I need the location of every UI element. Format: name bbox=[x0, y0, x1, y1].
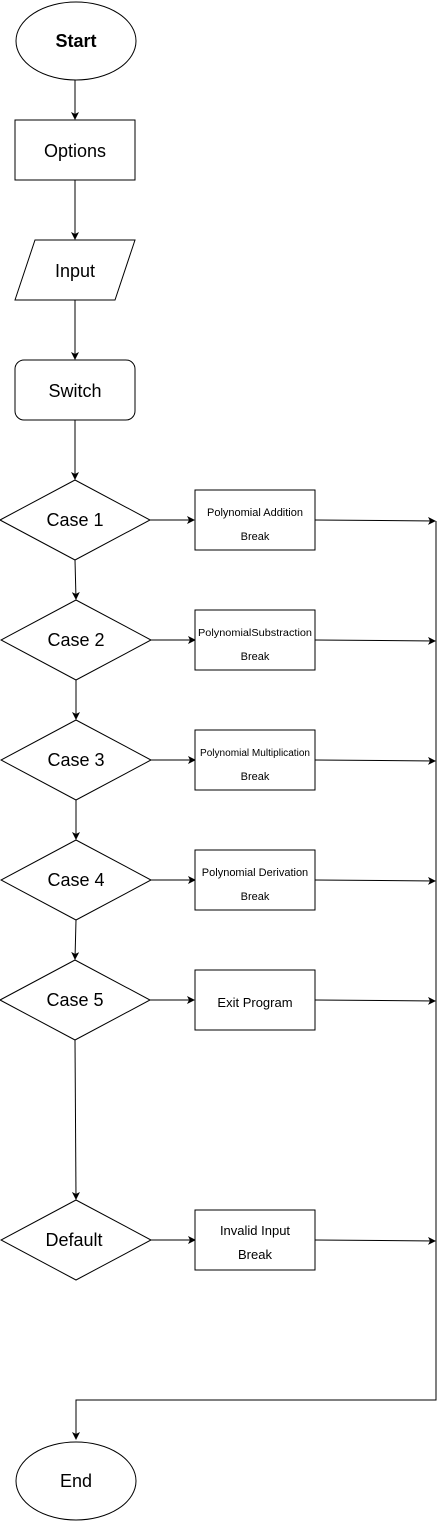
edge-case5-default bbox=[71, 1039, 80, 1200]
node-case2-label: Case 2 bbox=[47, 630, 104, 650]
node-default-label: Default bbox=[45, 1230, 102, 1250]
node-case3: Case 3 bbox=[0, 719, 153, 801]
action-3: Polynomial Multiplication Break bbox=[194, 729, 316, 791]
node-case3-label: Case 3 bbox=[47, 750, 104, 770]
node-case4: Case 4 bbox=[0, 839, 153, 921]
action-1-line2: Break bbox=[241, 531, 270, 543]
edge-action4-bus bbox=[314, 876, 436, 885]
action-6: Invalid Input Break bbox=[194, 1209, 316, 1271]
node-case1: Case 1 bbox=[0, 479, 152, 561]
edge-bus-end bbox=[72, 521, 437, 1440]
node-start-label: Start bbox=[55, 31, 96, 51]
node-input: Input bbox=[14, 239, 136, 301]
action-3-line2: Break bbox=[241, 771, 270, 783]
node-start: Start bbox=[15, 1, 137, 81]
node-case2: Case 2 bbox=[0, 599, 153, 681]
action-1-line1: Polynomial Addition bbox=[207, 507, 303, 519]
action-4-line1: Polynomial Derivation bbox=[202, 867, 308, 879]
action-4-line2: Break bbox=[241, 891, 270, 903]
action-4: Polynomial Derivation Break bbox=[194, 849, 316, 911]
edge-action5-bus bbox=[314, 996, 436, 1005]
edge-action2-bus bbox=[314, 636, 436, 645]
action-2-line2: Break bbox=[241, 651, 270, 663]
edges bbox=[71, 80, 437, 1440]
node-end: End bbox=[15, 1441, 137, 1521]
node-case1-label: Case 1 bbox=[46, 510, 103, 530]
node-case5: Case 5 bbox=[0, 959, 152, 1041]
action-6-line2: Break bbox=[238, 1247, 272, 1262]
node-options-label: Options bbox=[44, 141, 106, 161]
edge-action1-bus bbox=[314, 516, 436, 525]
node-switch-label: Switch bbox=[48, 381, 101, 401]
node-default: Default bbox=[0, 1199, 153, 1281]
action-6-line1: Invalid Input bbox=[220, 1223, 290, 1238]
node-case5-label: Case 5 bbox=[46, 990, 103, 1010]
action-2-line1: PolynomialSubstraction bbox=[198, 628, 312, 639]
edge-action6-bus bbox=[314, 1236, 436, 1245]
node-input-label: Input bbox=[55, 261, 95, 281]
action-3-line1: Polynomial Multiplication bbox=[200, 748, 310, 759]
edge-case4-case5 bbox=[71, 919, 80, 960]
node-options: Options bbox=[14, 119, 136, 181]
action-5-line1: Exit Program bbox=[217, 995, 292, 1010]
edge-case1-case2 bbox=[71, 559, 80, 600]
node-end-label: End bbox=[60, 1471, 92, 1491]
action-5: Exit Program bbox=[194, 969, 316, 1031]
action-1: Polynomial Addition Break bbox=[194, 489, 316, 551]
edge-action3-bus bbox=[314, 756, 436, 765]
node-case4-label: Case 4 bbox=[47, 870, 104, 890]
action-2: PolynomialSubstraction Break bbox=[194, 609, 316, 671]
node-switch: Switch bbox=[14, 359, 136, 421]
